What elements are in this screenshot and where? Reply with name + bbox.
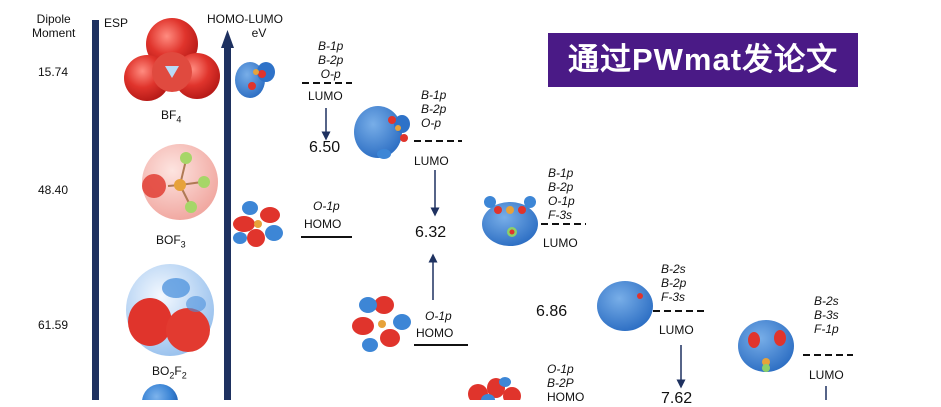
col5-lumo-label: LUMO <box>809 368 844 382</box>
col2-lumo-orb-0: B-1p <box>421 88 447 102</box>
col3-lumo-label: LUMO <box>543 236 578 250</box>
esp-header: ESP <box>104 16 129 30</box>
col3-homo-orbital-shape <box>468 377 521 400</box>
col1-lumo-orb-2: O-p <box>320 67 341 81</box>
label-bof3: BOF3 <box>156 233 186 250</box>
label-bf4: BF4 <box>161 108 182 125</box>
col3-homo-orb-0: O-1p <box>547 362 574 376</box>
esp-bof3-molecule <box>142 144 218 220</box>
col2-homo-orbital: O-1p <box>425 309 452 323</box>
col5-lumo-orb-0: B-2s <box>814 294 839 308</box>
axis-title-line2: eV <box>251 26 267 40</box>
col5-lumo-orb-2: F-1p <box>814 322 839 336</box>
dipole-value-bof3: 48.40 <box>38 183 69 197</box>
esp-bo2f2-molecule <box>126 264 214 356</box>
col2-homo-label: HOMO <box>416 326 454 340</box>
col1-homo-label: HOMO <box>304 217 342 231</box>
col1-homo-orbital-shape <box>233 201 283 247</box>
col1-lumo-orb-0: B-1p <box>318 39 344 53</box>
label-bo2f2: BO2F2 <box>152 364 187 381</box>
col2-gap: 6.32 <box>415 224 447 241</box>
dipole-header-line1: Dipole <box>36 12 71 26</box>
col4-lumo-orbital-shape <box>597 281 653 331</box>
col2-lumo-orbital-shape <box>354 106 410 159</box>
col5-lumo-orb-1: B-3s <box>814 308 839 322</box>
col4-lumo-orbitals: B-2s B-2p F-3s <box>661 262 686 304</box>
homo-lumo-axis-title: HOMO-LUMO eV <box>207 12 283 40</box>
col1-lumo-orbitals: B-1p B-2p O-p <box>318 39 343 81</box>
col1-lumo-orb-1: B-2p <box>318 53 344 67</box>
homo-lumo-axis-bar <box>224 46 231 400</box>
col3-lumo-orb-2: O-1p <box>548 194 575 208</box>
col3-lumo-orb-0: B-1p <box>548 166 574 180</box>
col2-lumo-orbitals: B-1p B-2p O-p <box>421 88 446 130</box>
col5-lumo-orbitals: B-2s B-3s F-1p <box>814 294 839 336</box>
col1-gap: 6.50 <box>309 139 341 156</box>
col2-lumo-orb-1: B-2p <box>421 102 447 116</box>
dipole-header-line2: Moment <box>32 26 76 40</box>
col2-lumo-orb-2: O-p <box>421 116 442 130</box>
axis-arrowhead <box>221 30 234 48</box>
esp-bottom-partial <box>142 384 178 400</box>
col1-lumo-orbital-shape <box>235 62 275 98</box>
col5-lumo-orbital-shape <box>738 320 794 372</box>
col4-lumo-orb-0: B-2s <box>661 262 686 276</box>
col4-lumo-orb-2: F-3s <box>661 290 685 304</box>
dipole-header: Dipole Moment <box>32 12 75 40</box>
col4-gap: 6.86 <box>536 303 568 320</box>
col2-homo-orbital-shape <box>352 296 411 352</box>
col3-lumo-orb-3: F-3s <box>548 208 572 222</box>
dipole-value-bo2f2: 61.59 <box>38 318 69 332</box>
col4-lumo-label: LUMO <box>659 323 694 337</box>
col4-lumo-orb-1: B-2p <box>661 276 687 290</box>
esp-bf4-molecule <box>124 18 220 101</box>
esp-axis-bar <box>92 20 99 400</box>
col2-lumo-label: LUMO <box>414 154 449 168</box>
col3-homo-orb-1: B-2P <box>547 376 574 390</box>
dipole-value-bf4: 15.74 <box>38 65 69 79</box>
col1-homo-orbital: O-1p <box>313 199 340 213</box>
col3-lumo-orbitals: B-1p B-2p O-1p F-3s <box>548 166 575 222</box>
col1-lumo-label: LUMO <box>308 89 343 103</box>
banner: 通过PWmat发论文 <box>548 33 859 87</box>
axis-title-line1: HOMO-LUMO <box>207 12 283 26</box>
col3-lumo-orbital-shape <box>482 196 538 246</box>
col3-lumo-orb-1: B-2p <box>548 180 574 194</box>
